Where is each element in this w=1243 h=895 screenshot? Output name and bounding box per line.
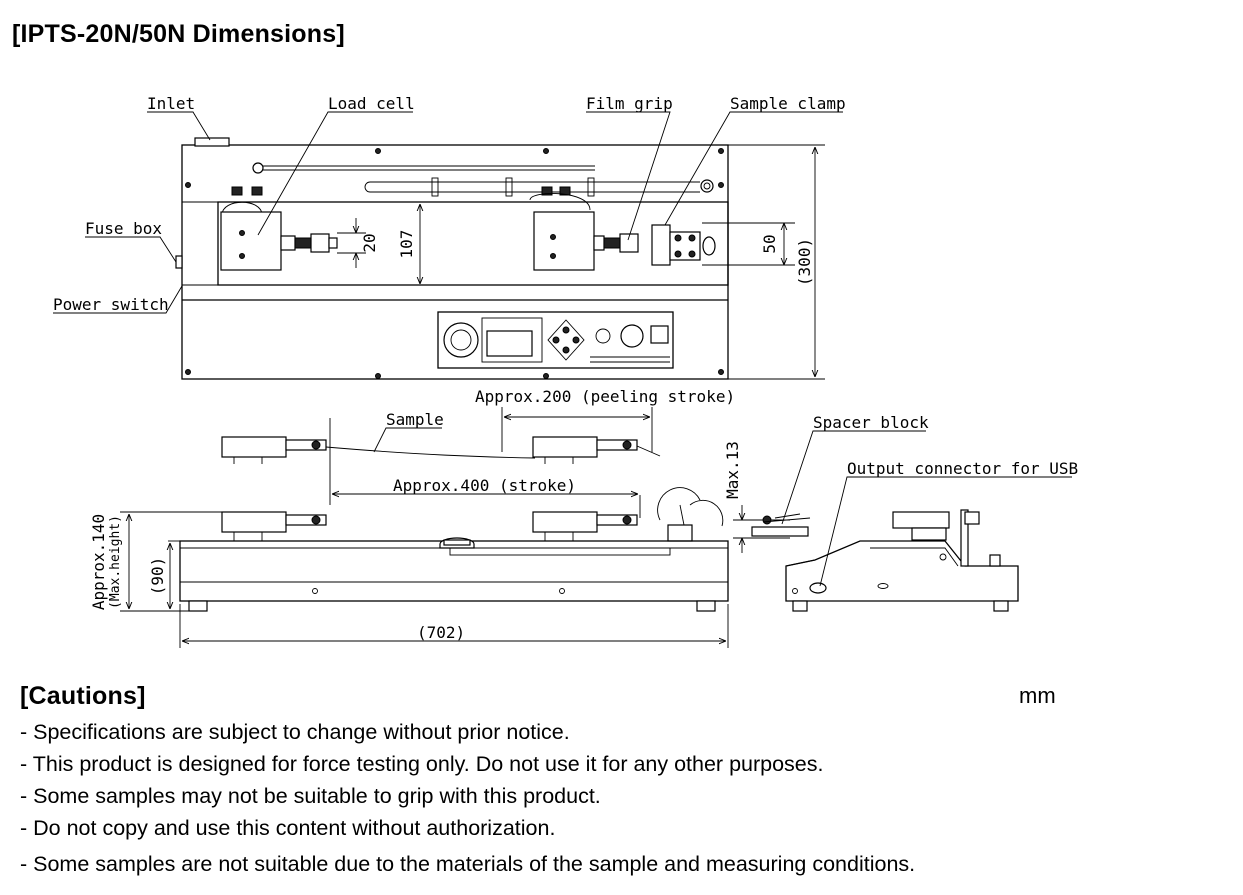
dim-90: (90) <box>148 557 167 596</box>
cautions-list: - Specifications are subject to change w… <box>20 716 915 880</box>
caution-item: - Some samples are not suitable due to t… <box>20 852 916 876</box>
top-view-dimensions: 20 107 50 (300) <box>337 144 825 380</box>
label-fuse-box: Fuse box <box>85 219 162 238</box>
dim-702: (702) <box>417 623 465 642</box>
load-cell-left <box>220 211 282 271</box>
page-title: [IPTS-20N/50N Dimensions] <box>12 20 345 48</box>
caution-item: - This product is designed for force tes… <box>20 752 824 776</box>
dim-height: Approx.140 <box>89 514 108 610</box>
dim-stroke: Approx.400 (stroke) <box>393 476 576 495</box>
dim-peeling-stroke: Approx.200 (peeling stroke) <box>475 387 735 406</box>
control-panel <box>437 311 674 369</box>
label-power-switch: Power switch <box>53 295 169 314</box>
dimension-drawing: 20 107 50 (300) Inlet Load cell Film gri… <box>53 94 1078 648</box>
dim-300: (300) <box>795 238 814 286</box>
caution-item: - Do not copy and use this content witho… <box>20 816 556 840</box>
dim-max-height: (Max.height) <box>108 515 123 609</box>
label-spacer-block: Spacer block <box>813 413 929 432</box>
label-load-cell: Load cell <box>328 94 415 113</box>
front-view-dimensions: Approx.200 (peeling stroke) Approx.400 (… <box>89 387 790 648</box>
top-view-labels: Inlet Load cell Film grip Sample clamp F… <box>53 94 846 314</box>
dim-20: 20 <box>360 233 379 252</box>
cautions-title: [Cautions] <box>20 682 146 710</box>
dim-max13: Max.13 <box>723 441 742 499</box>
label-sample-clamp: Sample clamp <box>730 94 846 113</box>
front-view-base <box>179 540 729 602</box>
label-inlet: Inlet <box>147 94 195 113</box>
caution-item: - Specifications are subject to change w… <box>20 720 570 744</box>
label-film-grip: Film grip <box>586 94 673 113</box>
label-sample: Sample <box>386 410 444 429</box>
load-cell-right <box>533 211 595 271</box>
side-view: Spacer block Output connector for USB <box>751 413 1078 612</box>
top-view <box>175 137 729 380</box>
unit-label: mm <box>1019 683 1056 708</box>
dim-50: 50 <box>760 234 779 253</box>
caution-item: - Some samples may not be suitable to gr… <box>20 784 601 808</box>
front-view <box>179 418 729 612</box>
dim-107: 107 <box>397 230 416 259</box>
label-output-connector: Output connector for USB <box>847 459 1078 478</box>
